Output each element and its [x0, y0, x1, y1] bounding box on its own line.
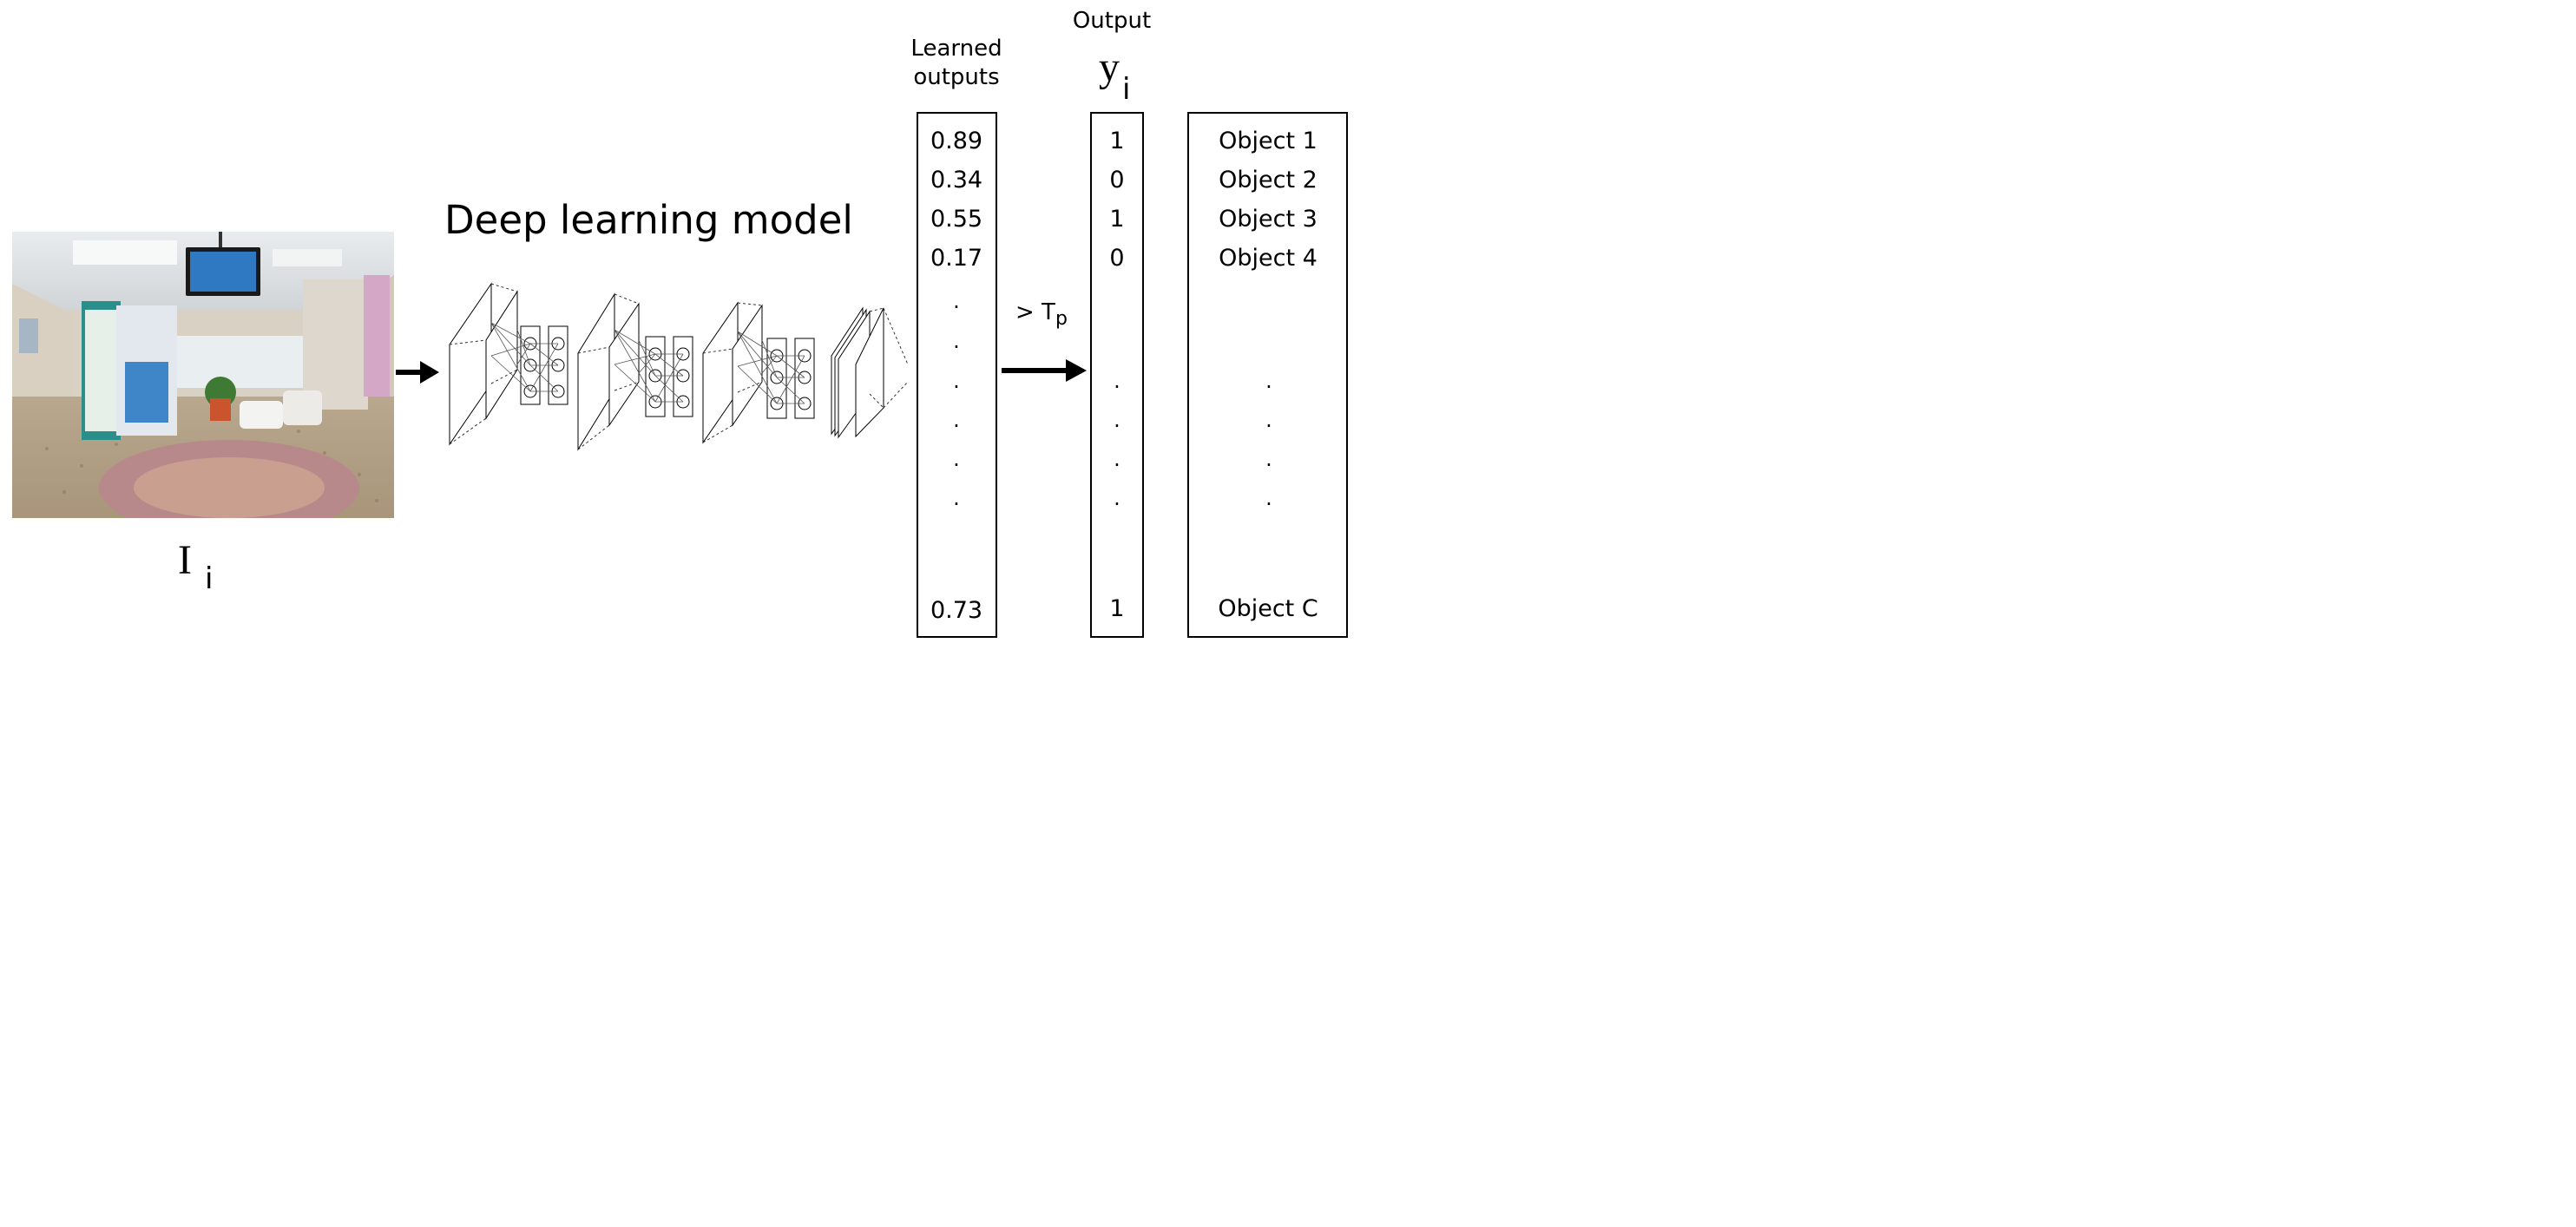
network-block-2	[577, 292, 693, 451]
network-block-3	[702, 301, 815, 444]
output-subscript: i	[1122, 72, 1131, 107]
output-column	[1090, 112, 1144, 638]
output-value: 0	[1109, 167, 1125, 194]
output-value-last: 1	[1109, 595, 1125, 622]
object-ellipsis-dot: .	[1265, 447, 1272, 471]
model-title: Deep learning model	[444, 197, 853, 243]
object-ellipsis-dot: .	[1265, 486, 1272, 510]
output-ellipsis-dot: .	[1114, 486, 1120, 510]
learned-value: 0.89	[930, 128, 983, 154]
object-label: Object 4	[1219, 245, 1318, 272]
learned-outputs-heading: Learned outputs	[910, 35, 1002, 91]
input-subscript: i	[205, 561, 214, 596]
input-photo-illustration	[12, 232, 394, 518]
object-label: Object 1	[1219, 128, 1318, 154]
learned-value: 0.17	[930, 245, 983, 272]
learned-heading-line2: outputs	[913, 63, 1000, 90]
output-value: 1	[1109, 206, 1125, 233]
learned-ellipsis-dot: .	[953, 289, 960, 313]
learned-value: 0.34	[930, 167, 983, 194]
learned-ellipsis-dot: .	[953, 486, 960, 510]
output-value: 0	[1109, 245, 1125, 272]
output-ellipsis-dot: .	[1114, 408, 1120, 432]
output-ellipsis-dot: .	[1114, 369, 1120, 393]
object-labels-column	[1187, 112, 1348, 638]
object-ellipsis-dot: .	[1265, 369, 1272, 393]
learned-ellipsis-dot: .	[953, 369, 960, 393]
input-image	[12, 232, 394, 518]
threshold-subscript: p	[1055, 308, 1068, 331]
threshold-label: > Tp	[1015, 301, 1068, 329]
threshold-arrow	[1002, 359, 1087, 382]
object-label: Object 3	[1219, 206, 1318, 233]
learned-ellipsis-dot: .	[953, 408, 960, 432]
learned-ellipsis-dot: .	[953, 329, 960, 353]
learned-ellipsis-dot: .	[953, 447, 960, 471]
learned-outputs-column	[917, 112, 997, 638]
output-ellipsis-dot: .	[1114, 447, 1120, 471]
diagram-graphics	[396, 282, 1087, 451]
output-symbol: y	[1099, 44, 1120, 90]
output-heading: Output	[1072, 8, 1152, 34]
learned-value-last: 0.73	[930, 597, 983, 624]
object-ellipsis-dot: .	[1265, 408, 1272, 432]
network-output-layers	[831, 306, 909, 439]
network-block-1	[449, 282, 568, 446]
object-label-last: Object C	[1218, 595, 1318, 622]
threshold-prefix: > T	[1015, 299, 1055, 325]
input-arrow	[396, 361, 439, 384]
learned-value: 0.55	[930, 206, 983, 233]
input-symbol: I	[178, 537, 192, 583]
object-label: Object 2	[1219, 167, 1318, 194]
learned-heading-line1: Learned	[910, 36, 1002, 62]
output-value: 1	[1109, 128, 1125, 154]
